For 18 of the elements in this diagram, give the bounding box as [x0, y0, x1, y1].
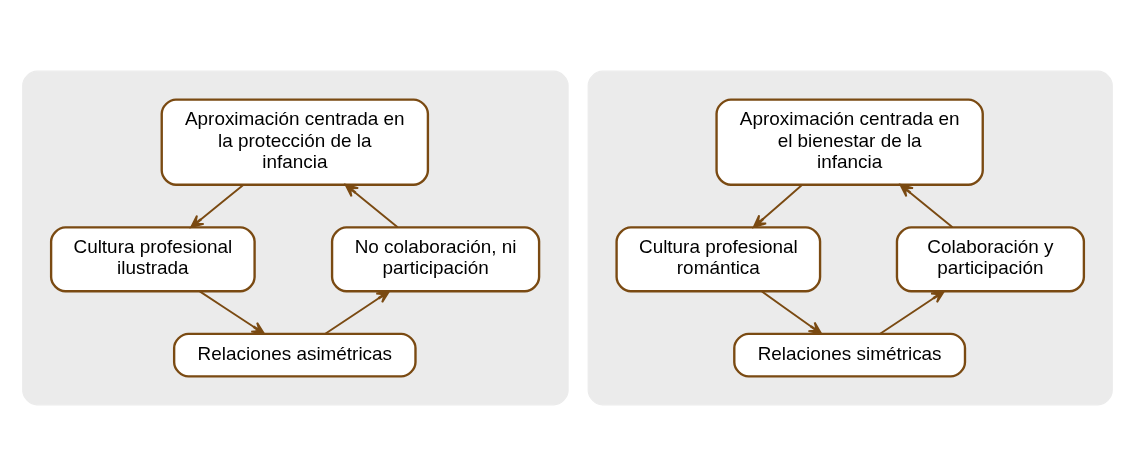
arrow: [752, 183, 804, 228]
arrow: [760, 289, 823, 335]
arrow: [899, 183, 954, 228]
arrow: [879, 289, 945, 335]
cluster: [22, 70, 569, 405]
node-box: Cultura profesional ilustrada: [49, 225, 256, 292]
node-box: Relaciones asimétricas: [172, 332, 417, 378]
node-box: Colaboración y participación: [895, 225, 1086, 292]
arrow: [324, 289, 391, 335]
node-box: Aproximación centrada en la protección de la infancia: [160, 97, 430, 186]
arrow: [344, 183, 399, 228]
node-box: No colaboración, ni participación: [330, 225, 541, 292]
arrow: [198, 289, 266, 335]
node-box: Cultura profesional romántica: [615, 225, 822, 292]
node-box: Aproximación centrada en el bienestar de la infancia: [715, 97, 984, 186]
cluster: [587, 70, 1113, 405]
node-box: Relaciones simétricas: [733, 332, 967, 378]
arrow: [190, 183, 245, 228]
